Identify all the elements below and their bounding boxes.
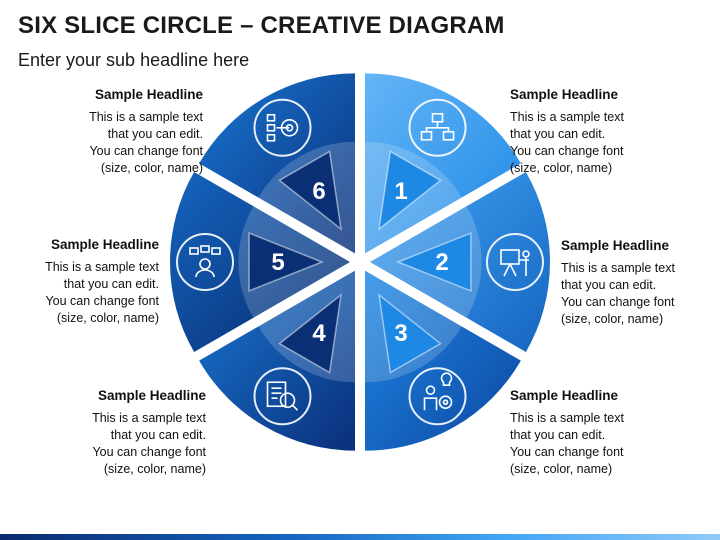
page-title: SIX SLICE CIRCLE – CREATIVE DIAGRAM — [18, 12, 505, 39]
slice-number: 1 — [394, 178, 407, 205]
block-text-line: You can change font — [510, 445, 624, 459]
block-text-line: You can change font — [45, 294, 159, 308]
slice-pointer-triangle — [377, 293, 442, 374]
block-text-line: This is a sample text — [92, 411, 206, 425]
text-block-4: Sample Headline This is a sample text th… — [31, 387, 206, 478]
slice-6: 6 — [199, 73, 355, 254]
slice-1: 1 — [365, 73, 521, 254]
document-search-icon-glyph — [266, 381, 299, 411]
org-chart-icon-glyph — [420, 112, 455, 141]
block-text-line: (size, color, name) — [561, 312, 664, 326]
document-search-icon — [253, 367, 312, 426]
slice-number: 3 — [394, 320, 407, 347]
block-text-line: (size, color, name) — [100, 161, 203, 175]
checklist-target-icon-glyph — [266, 113, 299, 142]
block-text-line: that you can edit. — [561, 278, 657, 292]
block-headline: Sample Headline — [94, 87, 203, 102]
block-text-line: This is a sample text — [510, 110, 624, 124]
block-text-line: that you can edit. — [110, 428, 206, 442]
slice-pointer-triangle — [278, 293, 343, 374]
block-text-line: (size, color, name) — [56, 311, 159, 325]
slice-4: 4 — [199, 270, 355, 451]
block-headline: Sample Headline — [561, 238, 670, 253]
text-block-1: Sample Headline This is a sample text th… — [510, 86, 685, 177]
block-text-line: You can change font — [89, 144, 203, 158]
user-network-icon-glyph — [189, 245, 221, 278]
slice-5: 5 — [170, 172, 350, 352]
slice-number: 2 — [435, 249, 448, 276]
user-network-icon — [176, 233, 234, 291]
block-text-line: This is a sample text — [89, 110, 203, 124]
block-headline: Sample Headline — [97, 388, 206, 403]
slice-number: 6 — [312, 178, 325, 205]
page-subtitle: Enter your sub headline here — [18, 50, 250, 70]
block-text-line: that you can edit. — [510, 127, 606, 141]
slice-3: 3 — [365, 270, 521, 451]
idea-gear-person-icon-glyph — [423, 372, 453, 411]
block-text-line: You can change font — [92, 445, 206, 459]
checklist-target-icon — [253, 98, 312, 157]
text-block-2: Sample Headline This is a sample text th… — [561, 237, 720, 328]
block-headline: Sample Headline — [50, 237, 159, 252]
block-text-line: (size, color, name) — [510, 462, 613, 476]
slice-number: 4 — [312, 320, 326, 347]
slice-2: 2 — [370, 172, 550, 352]
block-text-line: (size, color, name) — [510, 161, 613, 175]
block-text-line: This is a sample text — [561, 261, 675, 275]
idea-gear-person-icon — [408, 367, 467, 426]
block-text-line: that you can edit. — [510, 428, 606, 442]
block-text-line: This is a sample text — [45, 260, 159, 274]
block-text-line: This is a sample text — [510, 411, 624, 425]
block-text-line: You can change font — [510, 144, 624, 158]
block-text-line: You can change font — [561, 295, 675, 309]
slice-pointer-triangle — [377, 150, 442, 231]
text-block-3: Sample Headline This is a sample text th… — [510, 387, 685, 478]
slice-pointer-triangle — [248, 231, 325, 293]
text-block-5: Sample Headline This is a sample text th… — [0, 236, 159, 327]
slice-number: 5 — [271, 249, 284, 276]
slice-pointer-triangle — [395, 231, 472, 293]
slice-pointer-triangle — [278, 150, 343, 231]
footer-accent-bar — [0, 534, 720, 540]
block-text-line: that you can edit. — [107, 127, 203, 141]
presentation-icon — [486, 233, 544, 291]
org-chart-icon — [408, 98, 467, 157]
block-headline: Sample Headline — [510, 87, 619, 102]
text-block-6: Sample Headline This is a sample text th… — [28, 86, 203, 177]
presentation-icon-glyph — [500, 249, 530, 277]
block-headline: Sample Headline — [510, 388, 619, 403]
block-text-line: (size, color, name) — [103, 462, 206, 476]
block-text-line: that you can edit. — [63, 277, 159, 291]
